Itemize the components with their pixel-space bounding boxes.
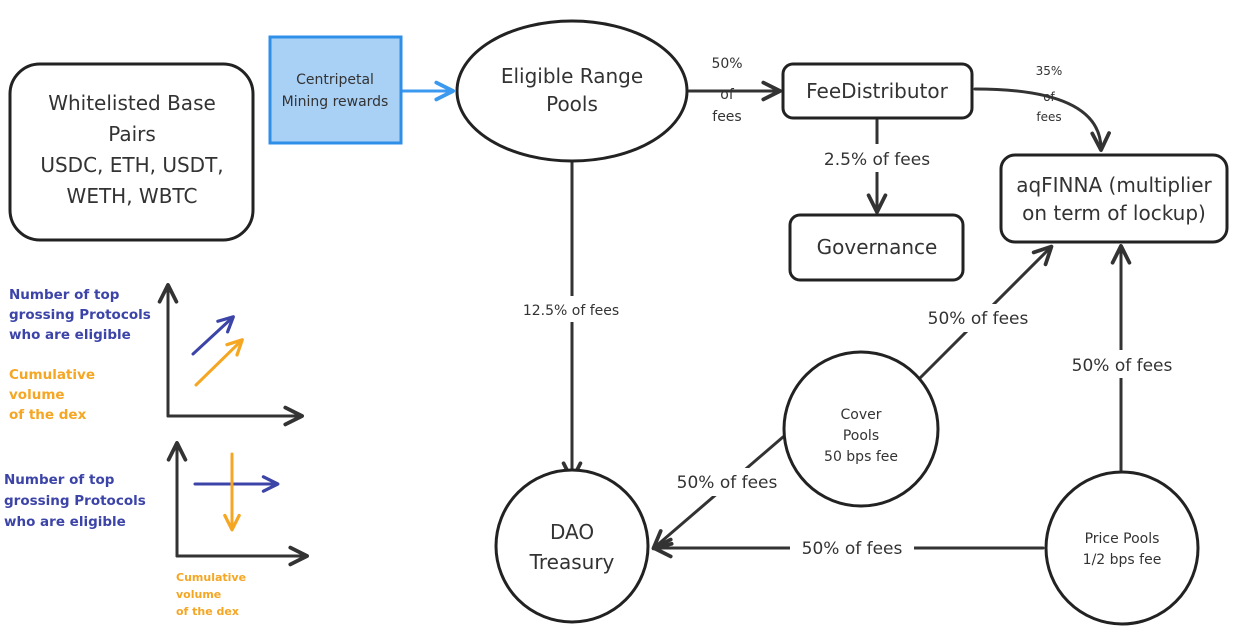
legend-top-blue-line-3: who are eligible: [9, 327, 131, 343]
edge-label-distributor-aqfinna-1: 35%: [1036, 64, 1063, 78]
aqfinna-box: [999, 153, 1229, 244]
legend-bottom-orange-line-1: Cumulative: [176, 571, 246, 584]
legend-bottom-blue-line-1: Number of top: [4, 472, 115, 488]
edge-label-distributor-aqfinna-3: fees: [1036, 110, 1061, 124]
fee-distributor-box: [781, 62, 974, 120]
legend-top-blue-arrow: [191, 315, 235, 356]
edge-label-cover-aqfinna: 50% of fees: [928, 309, 1029, 329]
legend-bottom-orange-line-2: volume: [176, 588, 221, 601]
price-pools-node: [1044, 470, 1200, 626]
cover-pools-line-3: 50 bps fee: [824, 449, 898, 465]
dao-treasury-line-2: Treasury: [529, 550, 615, 574]
edge-label-price-treasury: 50% of fees: [802, 539, 903, 559]
eligible-range-line-1: Eligible Range: [501, 64, 643, 88]
dao-treasury-node: [494, 468, 650, 624]
governance-label: Governance: [817, 235, 938, 259]
legend-top-orange-line-3: of the dex: [9, 407, 87, 423]
centripetal-line-2: Mining rewards: [282, 94, 389, 110]
governance-box: [788, 213, 965, 282]
legend-top-orange-line-2: volume: [9, 387, 65, 403]
legend-bottom-blue-line-2: grossing Protocols: [4, 493, 146, 509]
fee-distributor-label: FeeDistributor: [806, 79, 948, 103]
legend-top: Number of top grossing Protocols who are…: [9, 283, 304, 427]
legend-bottom-orange-line-3: of the dex: [176, 605, 239, 618]
dao-treasury-line-1: DAO: [550, 520, 594, 544]
price-pools-line-2: 1/2 bps fee: [1083, 552, 1162, 568]
aqfinna-line-2: on term of lockup): [1022, 201, 1206, 225]
whitelisted-pairs-box: [8, 62, 255, 242]
edge-distributor-to-aqfinna: [973, 87, 1111, 152]
eligible-range-pools-node: [455, 19, 689, 163]
legend-top-orange-arrow: [194, 338, 244, 387]
price-pools-line-1: Price Pools: [1085, 531, 1160, 547]
edge-label-distributor-aqfinna-2: of: [1043, 90, 1055, 104]
cover-pools-node: [782, 350, 940, 508]
edge-label-range-distributor-3: fees: [712, 109, 741, 125]
legend-top-blue-line-2: grossing Protocols: [9, 307, 151, 323]
legend-bottom-blue-line-3: who are eligible: [4, 514, 126, 530]
edge-label-cover-treasury: 50% of fees: [677, 473, 778, 493]
eligible-range-line-2: Pools: [546, 92, 598, 116]
legend-top-orange-line-1: Cumulative: [9, 367, 95, 383]
whitelisted-line-4: WETH, WBTC: [67, 184, 198, 208]
edge-label-price-aqfinna: 50% of fees: [1072, 356, 1173, 376]
aqfinna-line-1: aqFINNA (multiplier: [1016, 173, 1212, 197]
cover-pools-line-2: Pools: [843, 428, 879, 444]
legend-bottom: Number of top grossing Protocols who are…: [4, 441, 309, 618]
legend-top-blue-line-1: Number of top: [9, 287, 120, 303]
centripetal-rewards-box: [268, 35, 403, 145]
centripetal-line-1: Centripetal: [296, 72, 374, 88]
whitelisted-line-3: USDC, ETH, USDT,: [40, 153, 223, 177]
edge-label-range-distributor-1: 50%: [711, 56, 742, 72]
cover-pools-line-1: Cover: [841, 407, 882, 423]
edge-label-range-treasury: 12.5% of fees: [523, 303, 619, 319]
edge-label-range-distributor-2: of: [720, 87, 735, 103]
whitelisted-line-1: Whitelisted Base: [48, 91, 216, 115]
edge-label-distributor-governance: 2.5% of fees: [824, 150, 930, 170]
whitelisted-line-2: Pairs: [108, 122, 156, 146]
